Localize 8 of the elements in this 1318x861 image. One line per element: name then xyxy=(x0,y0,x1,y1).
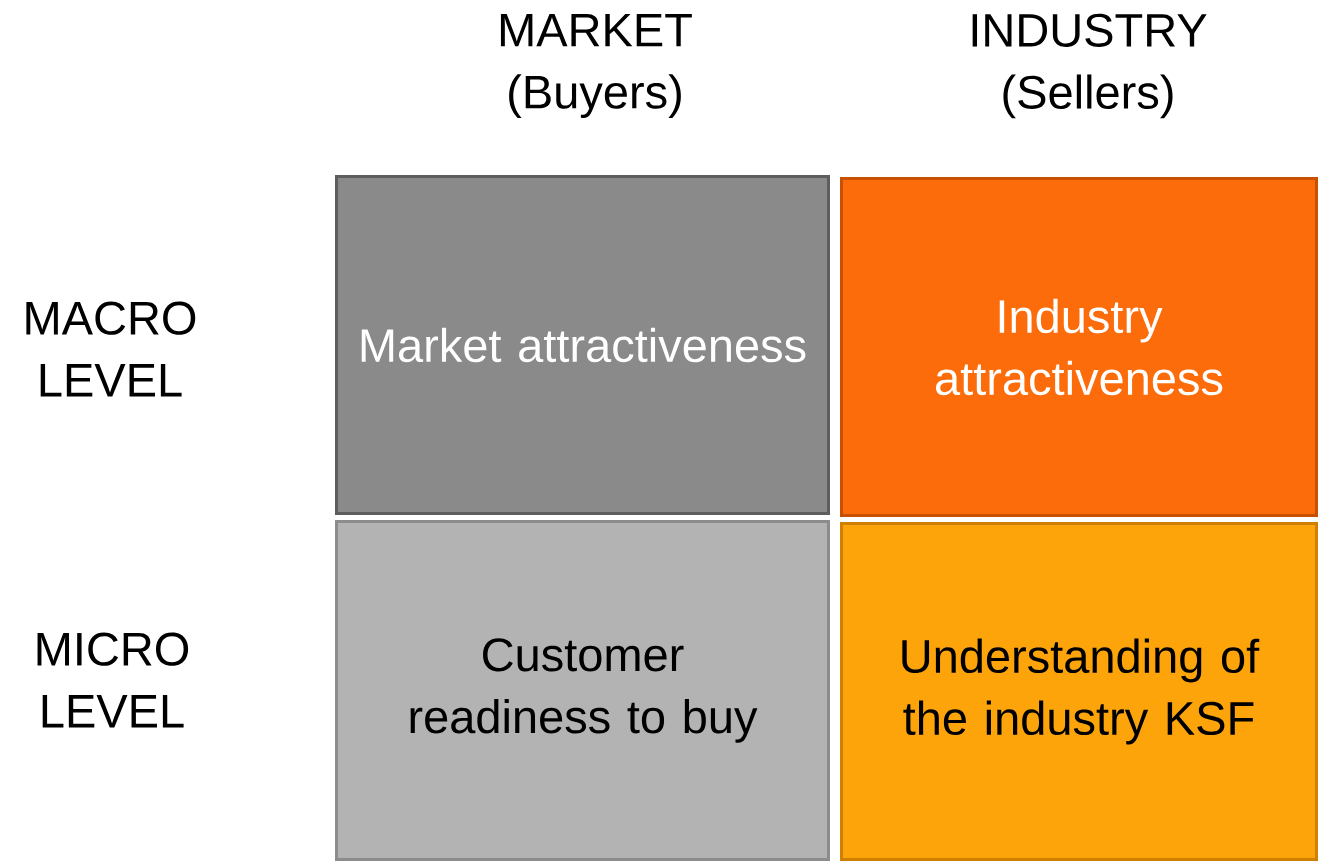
column-heading: INDUSTRY (Sellers) xyxy=(972,13,1207,119)
row-heading: MACRO LEVEL xyxy=(26,301,196,397)
quadrant-box: Market attractiveness xyxy=(335,175,830,515)
quadrant-box: Customer readiness to buy xyxy=(335,520,830,861)
quadrant-box: Understanding of the industry KSF xyxy=(840,522,1318,861)
row-heading: MICRO LEVEL xyxy=(37,632,189,728)
column-heading: MARKET (Buyers) xyxy=(500,13,692,119)
quadrant-box: Industry attractiveness xyxy=(840,177,1318,517)
